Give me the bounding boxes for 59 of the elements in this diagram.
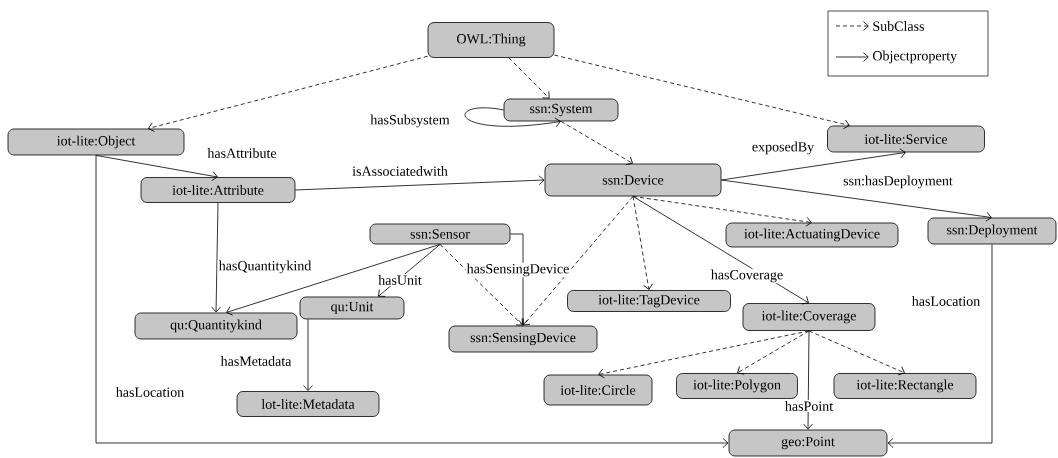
arrow — [95, 155, 218, 181]
edge-label: hasUnit — [377, 274, 423, 286]
arrow — [632, 196, 653, 290]
arrow — [721, 148, 906, 181]
arrow — [148, 55, 428, 132]
arrow — [226, 244, 441, 316]
arrow — [632, 196, 809, 305]
edge-label: hasSubsystem — [369, 113, 451, 129]
edge-label: ssn:hasDeployment — [842, 174, 954, 190]
edge-label: hasQuantitykind — [217, 259, 313, 275]
class-box: qu:Quantitykind — [134, 312, 298, 340]
arrow — [211, 202, 221, 313]
edge-label: hasMetadata — [219, 355, 293, 367]
class-box: ssn:System — [503, 98, 619, 122]
class-box: iot-lite:Polygon — [676, 373, 798, 399]
arrow — [560, 121, 633, 166]
arrow — [632, 196, 812, 227]
edge-label: hasSensingDevice — [465, 262, 571, 278]
class-box: OWL:Thing — [427, 22, 555, 58]
class-box: ssn:SensingDevice — [448, 325, 598, 353]
class-box: iot-lite:Service — [827, 125, 985, 153]
class-box: iot-lite:ActuatingDevice — [725, 222, 899, 248]
edge-label: hasLocation — [910, 295, 982, 307]
arrow — [464, 107, 561, 128]
arrow — [808, 330, 905, 376]
class-box: iot-lite:Coverage — [742, 303, 876, 331]
edge-label: isAssociatedwith — [351, 165, 449, 177]
arrow — [522, 196, 634, 326]
class-box: lot-lite:Metadata — [236, 391, 380, 417]
arrow — [737, 330, 810, 375]
class-box: ssn:Deployment — [927, 217, 1057, 245]
class-box: qu:Unit — [299, 296, 405, 320]
arrow — [887, 244, 993, 448]
arrow — [721, 179, 992, 222]
class-box: ssn:Sensor — [369, 223, 511, 245]
arrow — [554, 54, 850, 130]
arrow — [508, 57, 550, 99]
edge-label: hasLocation — [114, 386, 186, 398]
class-box: iot-lite:Attribute — [140, 177, 296, 203]
edge-label: hasAttribute — [206, 147, 278, 159]
class-box: geo:Point — [728, 429, 888, 457]
arrow — [95, 155, 729, 448]
legend-entry: Objectproperty — [835, 50, 958, 64]
arrow — [803, 330, 813, 430]
arrow — [510, 233, 528, 326]
class-box: iot-lite:Object — [7, 128, 185, 156]
arrow — [598, 330, 810, 379]
arrow — [378, 244, 441, 297]
class-box: ssn:Device — [544, 163, 722, 197]
arrow — [439, 244, 523, 326]
arrow — [295, 175, 545, 191]
legend-entry: SubClass — [835, 21, 924, 31]
arrow — [303, 319, 313, 391]
class-box: iot-lite:TagDevice — [567, 290, 731, 312]
edge-label: hasPoint — [783, 400, 835, 412]
class-box: iot-lite:Rectangle — [833, 373, 977, 399]
class-box: iot-lite:Circle — [543, 374, 653, 406]
edge-label: hasCoverage — [709, 268, 785, 284]
edge-label: exposedBy — [750, 140, 816, 156]
